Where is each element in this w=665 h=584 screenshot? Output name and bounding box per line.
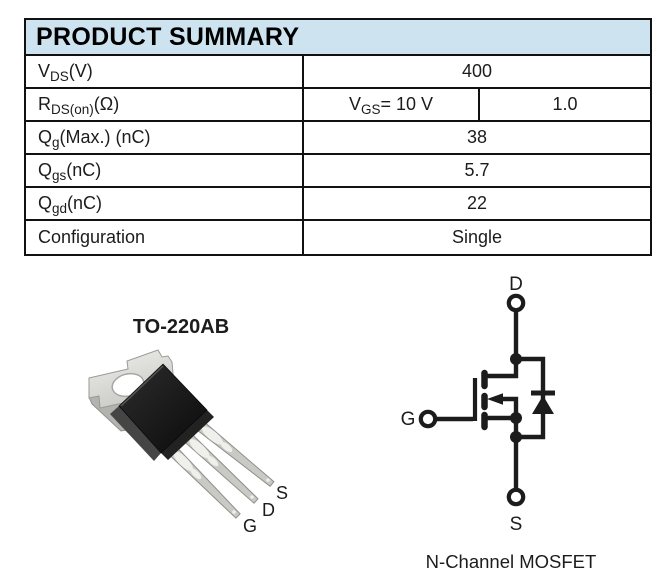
drain-elbow-wire [487, 359, 519, 379]
terminal-label-source: S [510, 514, 523, 535]
pin-label-drain: D [262, 500, 275, 520]
schematic-caption: N-Channel MOSFET [426, 551, 597, 572]
package-leads [164, 417, 275, 519]
param-value: 5.7 [464, 160, 490, 180]
body-front-face [118, 363, 208, 454]
mosfet-schematic [418, 293, 555, 507]
table-row-configuration: Configuration Single [26, 221, 650, 254]
body-bottom-face [161, 410, 214, 460]
lead-highlights [173, 426, 270, 514]
param-value: 22 [466, 193, 488, 213]
body-wire [501, 396, 519, 418]
pin-label-gate: G [243, 516, 257, 536]
param-label: Configuration [26, 221, 304, 254]
to220-package-drawing: TO-220AB [88, 316, 288, 536]
terminal-label-gate: G [401, 409, 416, 430]
lead-drain [180, 430, 259, 504]
package-title: TO-220AB [133, 316, 229, 338]
diode-branch-wire [516, 356, 546, 440]
terminal-label-drain: D [509, 274, 523, 295]
param-value: 1.0 [552, 94, 578, 114]
lead-gate [164, 442, 241, 519]
tab-thickness [88, 394, 154, 432]
body-edge-highlight [120, 365, 164, 407]
lead-source [192, 417, 275, 487]
junction-dot [510, 412, 522, 424]
source-terminal-icon [506, 487, 526, 507]
gate-terminal-icon [418, 409, 438, 429]
param-value: Single [451, 227, 503, 247]
table-title: PRODUCT SUMMARY [26, 20, 650, 56]
junction-dot [510, 353, 522, 365]
diode-triangle [532, 395, 554, 414]
junction-dot [510, 431, 522, 443]
drain-terminal-icon [506, 293, 526, 313]
param-value: 400 [461, 61, 493, 81]
body-side-face [110, 406, 161, 461]
pin-label-source: S [276, 483, 288, 503]
param-value: 38 [466, 127, 488, 147]
mounting-hole-icon [111, 372, 145, 398]
arrow-icon [487, 393, 503, 405]
mounting-tab [88, 349, 177, 426]
